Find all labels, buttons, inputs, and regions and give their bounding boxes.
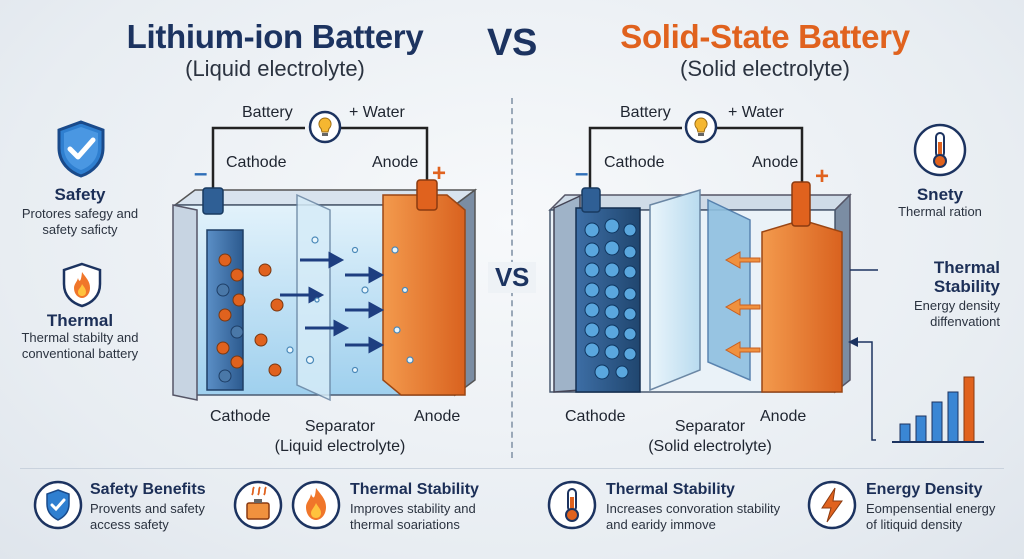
footer-thermal-stability-title-2: Thermal Stability (606, 481, 735, 498)
left-bottom-anode-label: Anode (414, 408, 461, 425)
right-bottom-cathode-label: Cathode (565, 408, 626, 425)
footer-energy-density-line2: of litiquid density (866, 517, 963, 532)
vs-middle: VS (488, 262, 536, 293)
footer-thermal-stability-1-line1: Improves stability and (350, 501, 476, 516)
left-ion-flow-arrows (280, 251, 385, 354)
left-separator-label: Separator (304, 418, 376, 435)
footer-thermal-stability-1-line2: thermal soariations (350, 517, 460, 532)
footer-divider (20, 468, 1004, 469)
right-ion-flow-arrows (724, 251, 761, 359)
flame-shield-icon (60, 262, 104, 313)
right-top-anode-label: Anode (752, 154, 799, 171)
footer-safety-benefits-line1: Provents and safety (90, 501, 205, 516)
footer-thermal-stability-title-1: Thermal Stability (350, 481, 479, 498)
right-thermal-text: Energy density diffenvationt (914, 298, 1000, 329)
right-title: Solid-State Battery (620, 18, 910, 55)
left-circuit-label-battery: Battery (242, 104, 293, 121)
left-thermal-text: Thermal stabilty and conventional batter… (21, 330, 139, 361)
left-bulb-icon (308, 110, 342, 149)
left-top-anode-label: Anode (372, 154, 419, 171)
left-top-cathode-label: Cathode (226, 154, 287, 171)
right-top-cathode-label: Cathode (604, 154, 665, 171)
right-minus-sign: – (575, 160, 589, 187)
left-ion-particles (216, 253, 284, 383)
footer-safety-benefits-title: Safety Benefits (90, 481, 206, 498)
left-circuit-wire (211, 126, 429, 200)
right-bulb-icon (684, 110, 718, 149)
right-separator-label: Separator (674, 418, 746, 435)
footer-thermometer-icon (546, 479, 598, 536)
right-snety-text: Thermal ration (898, 204, 982, 219)
shield-check-icon (55, 120, 107, 183)
left-thermal-title: Thermal (46, 311, 114, 330)
left-safety-text: Protores safegy and safety saficty (21, 206, 139, 237)
footer-safety-benefits-line2: access safety (90, 517, 169, 532)
left-minus-sign: – (194, 160, 208, 187)
right-snety-title: Snety (916, 185, 964, 204)
right-circuit-label-water: + Water (728, 104, 784, 121)
left-bottom-cathode-label: Cathode (210, 408, 271, 425)
right-separator-sub-label: (Solid electrolyte) (648, 438, 772, 455)
right-bottom-anode-label: Anode (760, 408, 807, 425)
left-subtitle: (Liquid electrolyte) (185, 56, 365, 81)
footer-energy-density-line1: Eompensential energy (866, 501, 996, 516)
left-title: Lithium-ion Battery (126, 18, 424, 55)
left-electrolyte-bubbles (286, 236, 414, 374)
footer-thermal-stability-2-line2: and earidy immove (606, 517, 716, 532)
left-safety-title: Safety (54, 185, 106, 204)
right-thermal-title: Thermal Stability (933, 258, 1000, 296)
right-subtitle: (Solid electrolyte) (680, 56, 850, 81)
left-separator-sub-label: (Liquid electrolyte) (274, 438, 406, 455)
footer-thermal-stability-2-line1: Increases convoration stability (606, 501, 781, 516)
footer-lightning-icon (806, 479, 858, 536)
right-circuit-wire (588, 126, 804, 200)
right-pointer-arrow (848, 269, 878, 441)
footer-flame-icon (290, 479, 342, 536)
right-cathode-particles (584, 218, 637, 380)
bar-chart-icon (888, 372, 988, 451)
footer-shield-icon (32, 479, 84, 536)
right-circuit-label-battery: Battery (620, 104, 671, 121)
left-plus-sign: + (432, 160, 447, 187)
vs-top: VS (486, 22, 538, 64)
footer-energy-density-title: Energy Density (866, 481, 983, 498)
left-circuit-label-water: + Water (349, 104, 405, 121)
solid-state-battery-diagram (548, 126, 852, 394)
right-plus-sign: + (815, 163, 830, 190)
footer-battery-heat-icon (232, 479, 284, 536)
thermometer-icon (912, 122, 968, 183)
li-ion-battery-diagram (172, 126, 478, 402)
